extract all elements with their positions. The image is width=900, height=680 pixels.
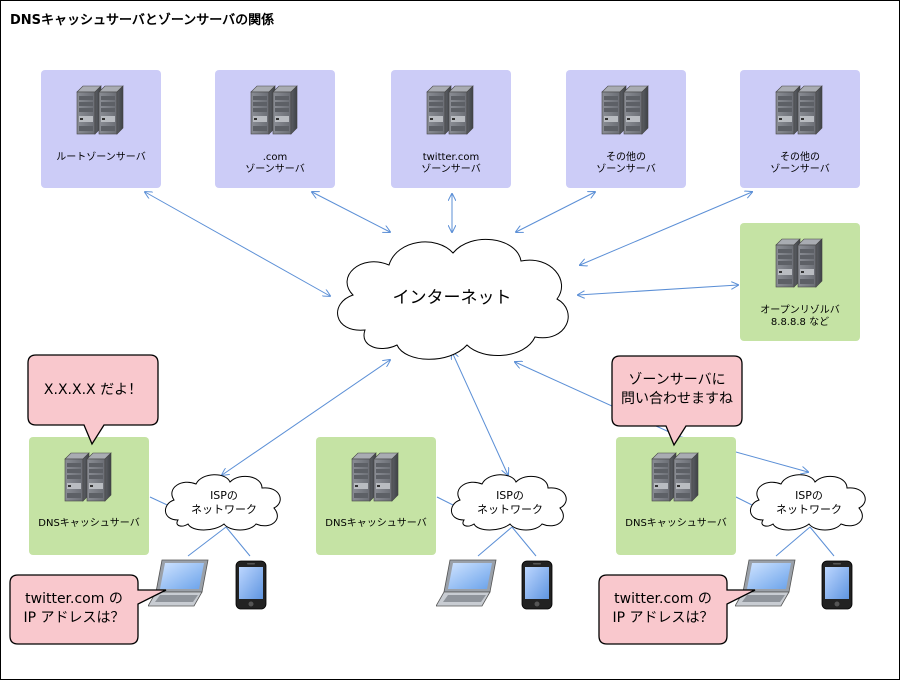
isp-label: ISPの xyxy=(496,489,524,502)
isp-cloud-1: ISPの ネットワーク xyxy=(165,474,281,531)
smartphone-icon xyxy=(521,560,553,610)
isp-label: ネットワーク xyxy=(191,503,257,516)
server-icon xyxy=(648,451,704,503)
bubble-query-left-line2: IP アドレスは？ xyxy=(23,610,125,626)
laptop-icon xyxy=(436,559,497,607)
root-zone-server: ルートゾーンサーバ xyxy=(41,70,161,188)
arrow-root-internet xyxy=(145,192,330,296)
dns-cache-server-2: DNSキャッシュサーバ xyxy=(316,437,436,555)
bubble-ask-zone-line2: 問い合わせますね xyxy=(621,391,733,407)
server-icon xyxy=(73,84,129,136)
dns-cache-label: DNSキャッシュサーバ xyxy=(325,518,427,529)
resolver-label: 8.8.8.8 など xyxy=(770,317,830,328)
link-isp1-laptop xyxy=(187,526,227,557)
resolver-label: オープンリゾルバ xyxy=(760,305,840,316)
link-isp3-phone xyxy=(809,526,835,557)
isp-label: ネットワーク xyxy=(477,503,543,516)
zone-label: ゾーンサーバ xyxy=(596,164,656,175)
server-icon xyxy=(772,84,828,136)
arrow-isp2-internet xyxy=(452,352,508,475)
link-isp2-laptop xyxy=(477,526,513,557)
arrow-resolver-internet xyxy=(578,285,738,295)
smartphone-icon xyxy=(821,560,853,610)
bubble-query-right-line1: twitter.com の xyxy=(614,591,712,607)
dns-cache-server-3: DNSキャッシュサーバ xyxy=(616,437,736,555)
speech-bubble-ask-zone xyxy=(611,355,743,447)
zone-label: twitter.com xyxy=(422,152,480,163)
link-isp1-phone xyxy=(225,526,251,557)
arrow-com-internet xyxy=(312,192,390,232)
bubble-query-left-line1: twitter.com の xyxy=(25,591,123,607)
server-icon xyxy=(348,451,404,503)
zone-label: ゾーンサーバ xyxy=(245,164,305,175)
dns-cache-label: DNSキャッシュサーバ xyxy=(625,518,727,529)
zone-label: その他の xyxy=(606,152,646,163)
bubble-ask-zone-line1: ゾーンサーバに xyxy=(628,372,726,388)
isp-cloud-3: ISPの ネットワーク xyxy=(750,474,866,531)
isp-label: ISPの xyxy=(795,489,823,502)
link-isp3-laptop xyxy=(775,526,811,557)
com-zone-server: .com ゾーンサーバ xyxy=(215,70,335,188)
speech-bubble-query-right xyxy=(598,574,756,645)
server-icon xyxy=(247,84,303,136)
server-icon xyxy=(61,451,117,503)
zone-label: ゾーンサーバ xyxy=(770,164,830,175)
internet-cloud: インターネット xyxy=(337,238,569,360)
other-zone-server-2: その他の ゾーンサーバ xyxy=(740,70,860,188)
server-icon xyxy=(598,84,654,136)
twitter-zone-server: twitter.com ゾーンサーバ xyxy=(391,70,511,188)
other-zone-server-1: その他の ゾーンサーバ xyxy=(566,70,686,188)
dns-cache-server-1: DNSキャッシュサーバ xyxy=(29,437,149,555)
isp-label: ネットワーク xyxy=(776,503,842,516)
diagram-title: DNSキャッシュサーバとゾーンサーバの関係 xyxy=(10,13,275,28)
zone-label: ゾーンサーバ xyxy=(421,164,481,175)
zone-label: ルートゾーンサーバ xyxy=(56,152,146,163)
arrow-isp1-internet xyxy=(222,360,390,475)
dns-cache-label: DNSキャッシュサーバ xyxy=(38,518,140,529)
speech-bubble-answer xyxy=(27,354,159,446)
zone-label: その他の xyxy=(780,152,820,163)
link-isp2-phone xyxy=(511,526,537,557)
smartphone-icon xyxy=(235,560,267,610)
server-icon xyxy=(772,237,828,289)
server-icon xyxy=(423,84,479,136)
speech-bubble-query-left xyxy=(9,574,167,645)
internet-label: インターネット xyxy=(393,288,512,308)
bubble-answer-text: X.X.X.X だよ！ xyxy=(43,382,143,398)
zone-label: .com xyxy=(262,152,288,163)
arrow-other2-internet xyxy=(580,192,752,265)
bubble-query-right-line2: IP アドレスは？ xyxy=(612,610,714,626)
open-resolver: オープンリゾルバ 8.8.8.8 など xyxy=(740,223,860,341)
isp-cloud-2: ISPの ネットワーク xyxy=(451,474,567,531)
isp-label: ISPの xyxy=(210,489,238,502)
